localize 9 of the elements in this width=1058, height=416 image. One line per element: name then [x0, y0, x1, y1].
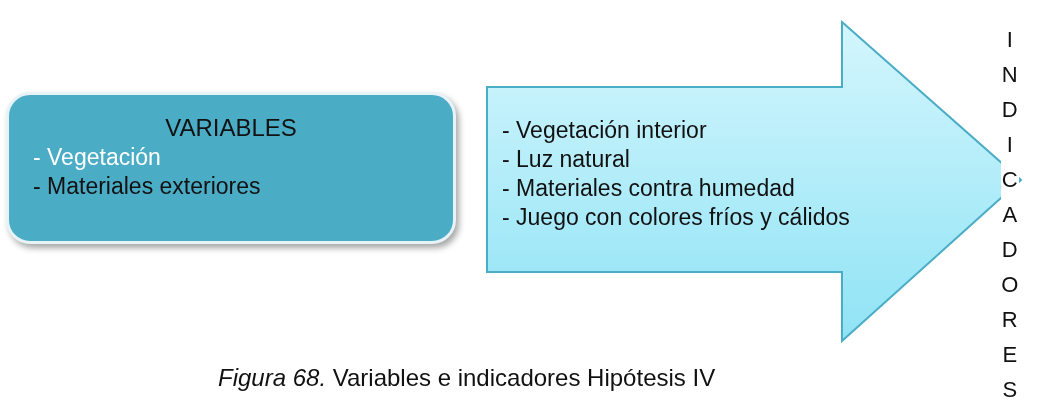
list-item: - Materiales exteriores: [33, 172, 261, 201]
list-item: - Vegetación interior: [502, 116, 707, 145]
list-item: - Luz natural: [502, 145, 630, 174]
heading: VARIABLES: [165, 113, 297, 143]
list-item: - Materiales contra humedad: [502, 174, 795, 203]
list-item: - Vegetación: [33, 143, 161, 172]
caption: Figura 68. Variables e indicadores Hipótesis IV: [218, 363, 716, 393]
list-item: - Juego con colores fríos y cálidos: [502, 203, 850, 232]
rounded-box: [6, 92, 456, 244]
